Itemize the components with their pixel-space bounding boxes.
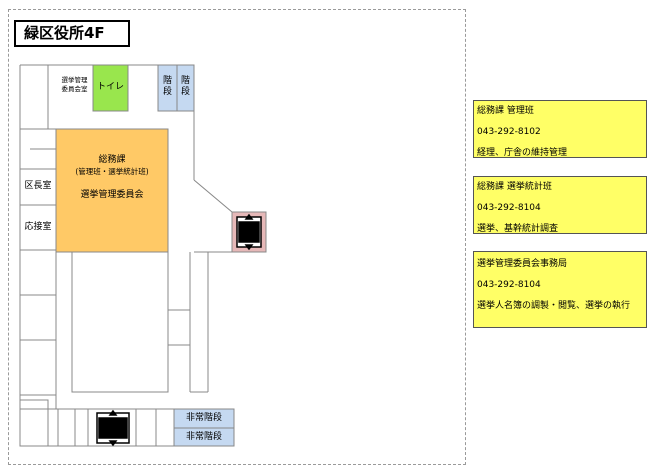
info-duty: 経理、庁舎の維持管理 (477, 148, 568, 158)
general-affairs-block (55, 128, 169, 253)
stairs-block-2 (176, 64, 195, 112)
emergency-stairs-label: 非常階段 (185, 413, 222, 423)
stairs-label: 階段 (180, 76, 190, 97)
reception-room: 応接室 (24, 222, 52, 232)
toilet-label: トイレ (96, 82, 124, 92)
info-phone: 043-292-8102 (477, 127, 541, 137)
floor-plan-frame (8, 9, 466, 465)
room-label: 選挙管理 (61, 76, 88, 84)
info-phone: 043-292-8104 (477, 280, 541, 290)
info-name: 総務課 選挙統計班 (477, 182, 552, 192)
room-label: 委員会室 (61, 85, 88, 93)
stairs-label: 階段 (162, 76, 172, 97)
general-affairs-label: 総務課 (管理班・選挙統計班) 選挙管理委員会 (75, 155, 149, 200)
info-duty: 選挙人名簿の調製・閲覧、選挙の執行 (477, 301, 631, 311)
elevator-icon (236, 213, 262, 251)
election-meeting-room: 選挙管理 委員会室 (56, 76, 93, 94)
info-box-election-stats: 総務課 選挙統計班 043-292-8104 選挙、基幹統計調査 (473, 176, 647, 234)
info-box-admin: 総務課 管理班 043-292-8102 経理、庁舎の維持管理 (473, 100, 647, 158)
info-box-election-committee: 選挙管理委員会事務局 043-292-8104 選挙人名簿の調製・閲覧、選挙の執… (473, 251, 647, 328)
toilet-block (92, 64, 129, 112)
emergency-stairs-block-2 (173, 427, 235, 447)
elevator-icon (96, 409, 130, 447)
info-duty: 選挙、基幹統計調査 (477, 224, 559, 234)
info-phone: 043-292-8104 (477, 203, 541, 213)
floor-plan (19, 64, 267, 447)
page-title: 緑区役所4F (14, 20, 130, 47)
info-name: 総務課 管理班 (477, 106, 534, 116)
ward-head-room: 区長室 (24, 181, 52, 191)
info-name: 選挙管理委員会事務局 (477, 259, 568, 269)
emergency-stairs-label: 非常階段 (185, 432, 222, 442)
